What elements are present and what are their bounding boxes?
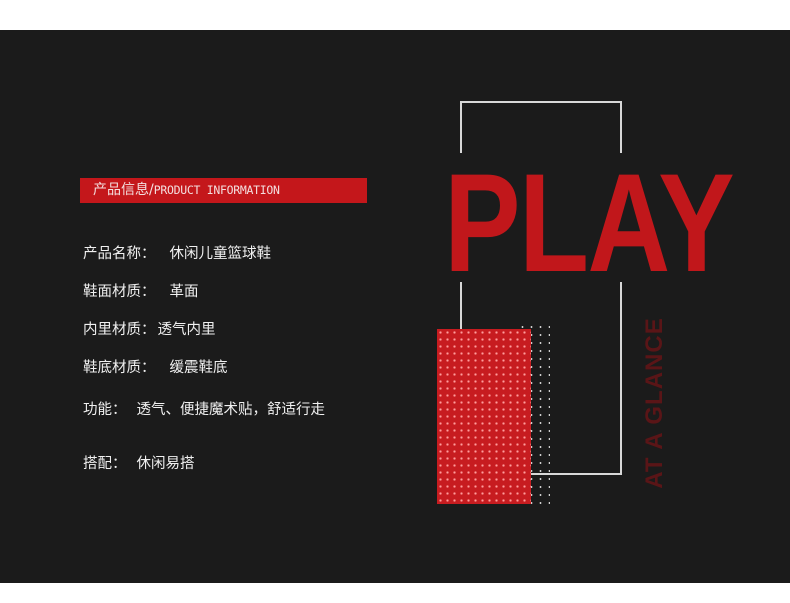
- info-row-upper: 鞋面材质： 革面: [83, 280, 199, 301]
- info-value: 缓震鞋底: [169, 360, 228, 376]
- red-pattern-block: [437, 329, 531, 504]
- product-info-panel: 产品信息/PRODUCT INFORMATION 产品名称： 休闲儿童篮球鞋 鞋面…: [0, 30, 790, 583]
- info-value: 透气内里: [157, 322, 216, 338]
- info-row-sole: 鞋底材质： 缓震鞋底: [83, 356, 228, 377]
- info-value: 透气、便捷魔术贴，舒适行走: [136, 402, 326, 418]
- info-label: 功能：: [83, 402, 127, 418]
- header-title-en: PRODUCT INFORMATION: [153, 183, 280, 197]
- header-title-cn: 产品信息/: [93, 182, 154, 198]
- info-label: 鞋面材质：: [83, 284, 156, 300]
- info-label: 内里材质：: [83, 322, 156, 338]
- info-row-matching: 搭配： 休闲易搭: [83, 452, 195, 473]
- frame-line-left: [460, 282, 462, 330]
- info-row-lining: 内里材质：透气内里: [83, 318, 216, 339]
- frame-line-top: [460, 101, 622, 153]
- info-value: 休闲儿童篮球鞋: [169, 246, 272, 262]
- info-value: 休闲易搭: [136, 456, 195, 472]
- info-label: 搭配：: [83, 456, 127, 472]
- info-label: 鞋底材质：: [83, 360, 156, 376]
- section-header: 产品信息/PRODUCT INFORMATION: [80, 178, 367, 203]
- info-row-name: 产品名称： 休闲儿童篮球鞋: [83, 242, 271, 263]
- info-label: 产品名称：: [83, 246, 156, 262]
- vertical-caption: AT A GLANCE: [640, 317, 670, 488]
- info-row-function: 功能： 透气、便捷魔术贴，舒适行走: [83, 398, 325, 419]
- play-headline: PLAY: [444, 144, 735, 301]
- vertical-caption-text: AT A GLANCE: [641, 316, 668, 489]
- info-value: 革面: [169, 284, 199, 300]
